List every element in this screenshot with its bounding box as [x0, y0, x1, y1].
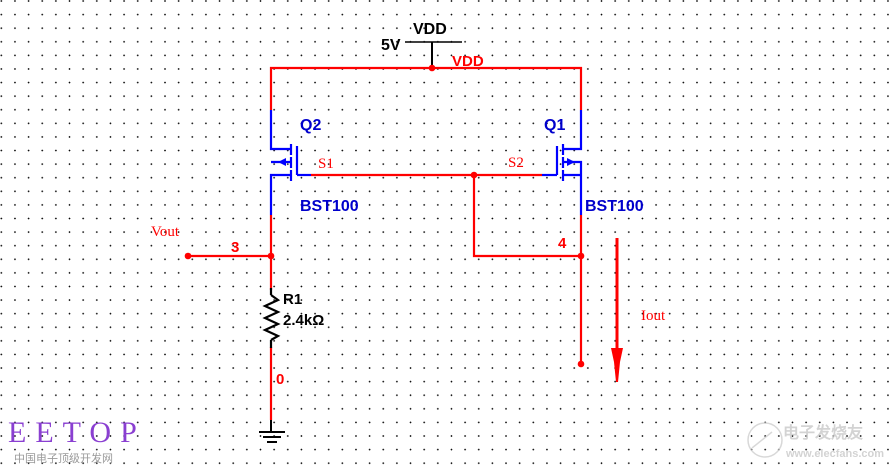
vdd-net-label: VDD — [452, 53, 484, 70]
vdd-wire[interactable] — [269, 66, 583, 110]
ground-symbol[interactable] — [259, 420, 285, 443]
transistor-q1[interactable] — [542, 110, 583, 215]
node4-junction — [577, 252, 585, 260]
q2-arrow-icon — [278, 158, 286, 166]
node3-junction — [267, 252, 275, 260]
elecfans-watermark-title: 电子发烧友 — [783, 423, 864, 442]
node-3-label: 3 — [231, 239, 239, 256]
q1-model-label: BST100 — [585, 198, 644, 215]
q2-model-label: BST100 — [300, 198, 359, 215]
vdd-supply-symbol[interactable] — [405, 41, 462, 68]
gate-junction — [470, 171, 478, 179]
elecfans-logo-icon — [747, 422, 783, 458]
transistor-q2[interactable] — [269, 110, 311, 215]
vdd-junction — [428, 64, 436, 72]
iout-annotation: Iout — [641, 308, 666, 324]
q1-arrow-icon — [567, 158, 575, 166]
q2-source-pin-label: S1 — [318, 156, 334, 172]
supply-source-name: VDD — [413, 21, 447, 38]
vout-annotation: Vout — [151, 224, 180, 240]
iout-current-arrow — [611, 238, 623, 382]
iout-terminal[interactable] — [577, 360, 585, 368]
elecfans-watermark: 电子发烧友 www.elecfans.com — [747, 422, 884, 460]
elecfans-watermark-url: www.elecfans.com — [785, 448, 884, 460]
q1-ref-label: Q1 — [544, 117, 565, 134]
gate-drain-link-wire[interactable] — [472, 175, 581, 258]
resistor-r1[interactable] — [262, 288, 281, 348]
q2-ref-label: Q2 — [300, 117, 321, 134]
r1-value-label: 2.4kΩ — [283, 312, 324, 329]
q1-source-pin-label: S2 — [508, 155, 524, 171]
supply-voltage-label: 5V — [381, 37, 401, 54]
vout-terminal[interactable] — [184, 252, 192, 260]
eetop-watermark-title: EETOP — [8, 416, 146, 449]
eetop-watermark-subtitle: 中国电子顶级开发网 — [14, 451, 113, 465]
node-4-label: 4 — [558, 235, 567, 252]
r1-ref-label: R1 — [283, 291, 302, 308]
arrow-down-icon — [611, 348, 623, 382]
node-0-label: 0 — [276, 371, 284, 388]
